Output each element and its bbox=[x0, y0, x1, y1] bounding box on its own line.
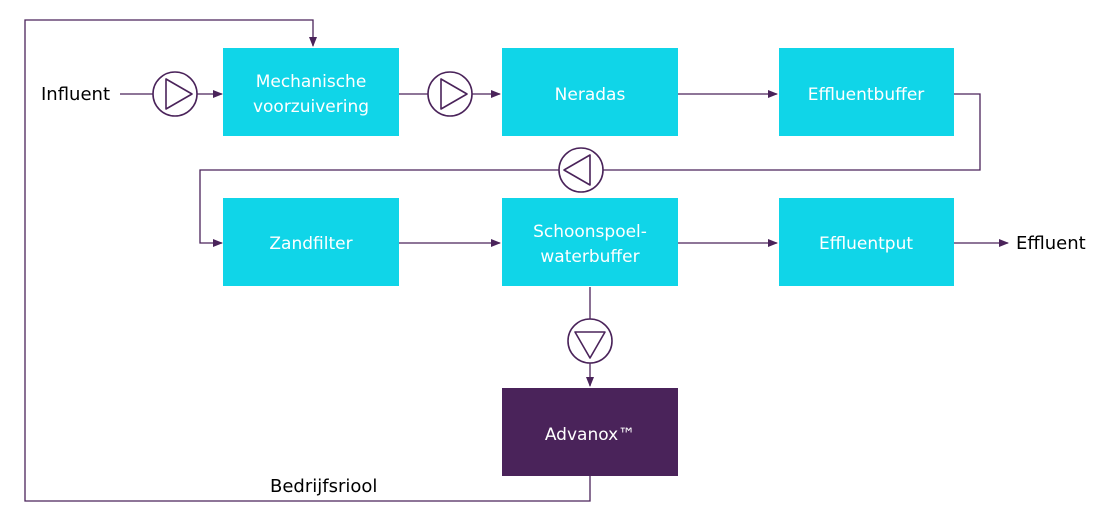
box-label-line: Zandfilter bbox=[269, 234, 352, 254]
box-label-line: voorzuivering bbox=[253, 97, 369, 117]
box-label-line: Mechanische bbox=[256, 72, 367, 92]
box-label-line: Effluentbuffer bbox=[808, 85, 925, 105]
box-effluentbuffer: Effluentbuffer bbox=[779, 48, 954, 136]
flow-bedrijfsriool-return bbox=[24, 19, 591, 502]
pump-advanox-icon bbox=[567, 318, 613, 364]
bedrijfsriool-label: Bedrijfsriool bbox=[270, 476, 377, 497]
pump-return-icon bbox=[558, 147, 604, 193]
box-label-line: Schoonspoel- bbox=[533, 222, 647, 242]
box-neradas: Neradas bbox=[502, 48, 678, 136]
effluent-label: Effluent bbox=[1016, 233, 1086, 254]
box-zandfilter: Zandfilter bbox=[223, 198, 399, 286]
box-label-line: Effluentput bbox=[819, 234, 913, 254]
box-schoonspoelwaterbuffer: Schoonspoel- waterbuffer bbox=[502, 198, 678, 286]
influent-label: Influent bbox=[41, 84, 110, 105]
box-label-line: Advanox™ bbox=[545, 425, 635, 445]
pump-influent-icon bbox=[152, 71, 198, 117]
box-advanox: Advanox™ bbox=[502, 388, 678, 476]
box-effluentput: Effluentput bbox=[779, 198, 954, 286]
pump-neradas-icon bbox=[427, 71, 473, 117]
box-label-line: waterbuffer bbox=[540, 247, 639, 267]
box-label-line: Neradas bbox=[555, 85, 626, 105]
box-mechanische-voorzuivering: Mechanische voorzuivering bbox=[223, 48, 399, 136]
